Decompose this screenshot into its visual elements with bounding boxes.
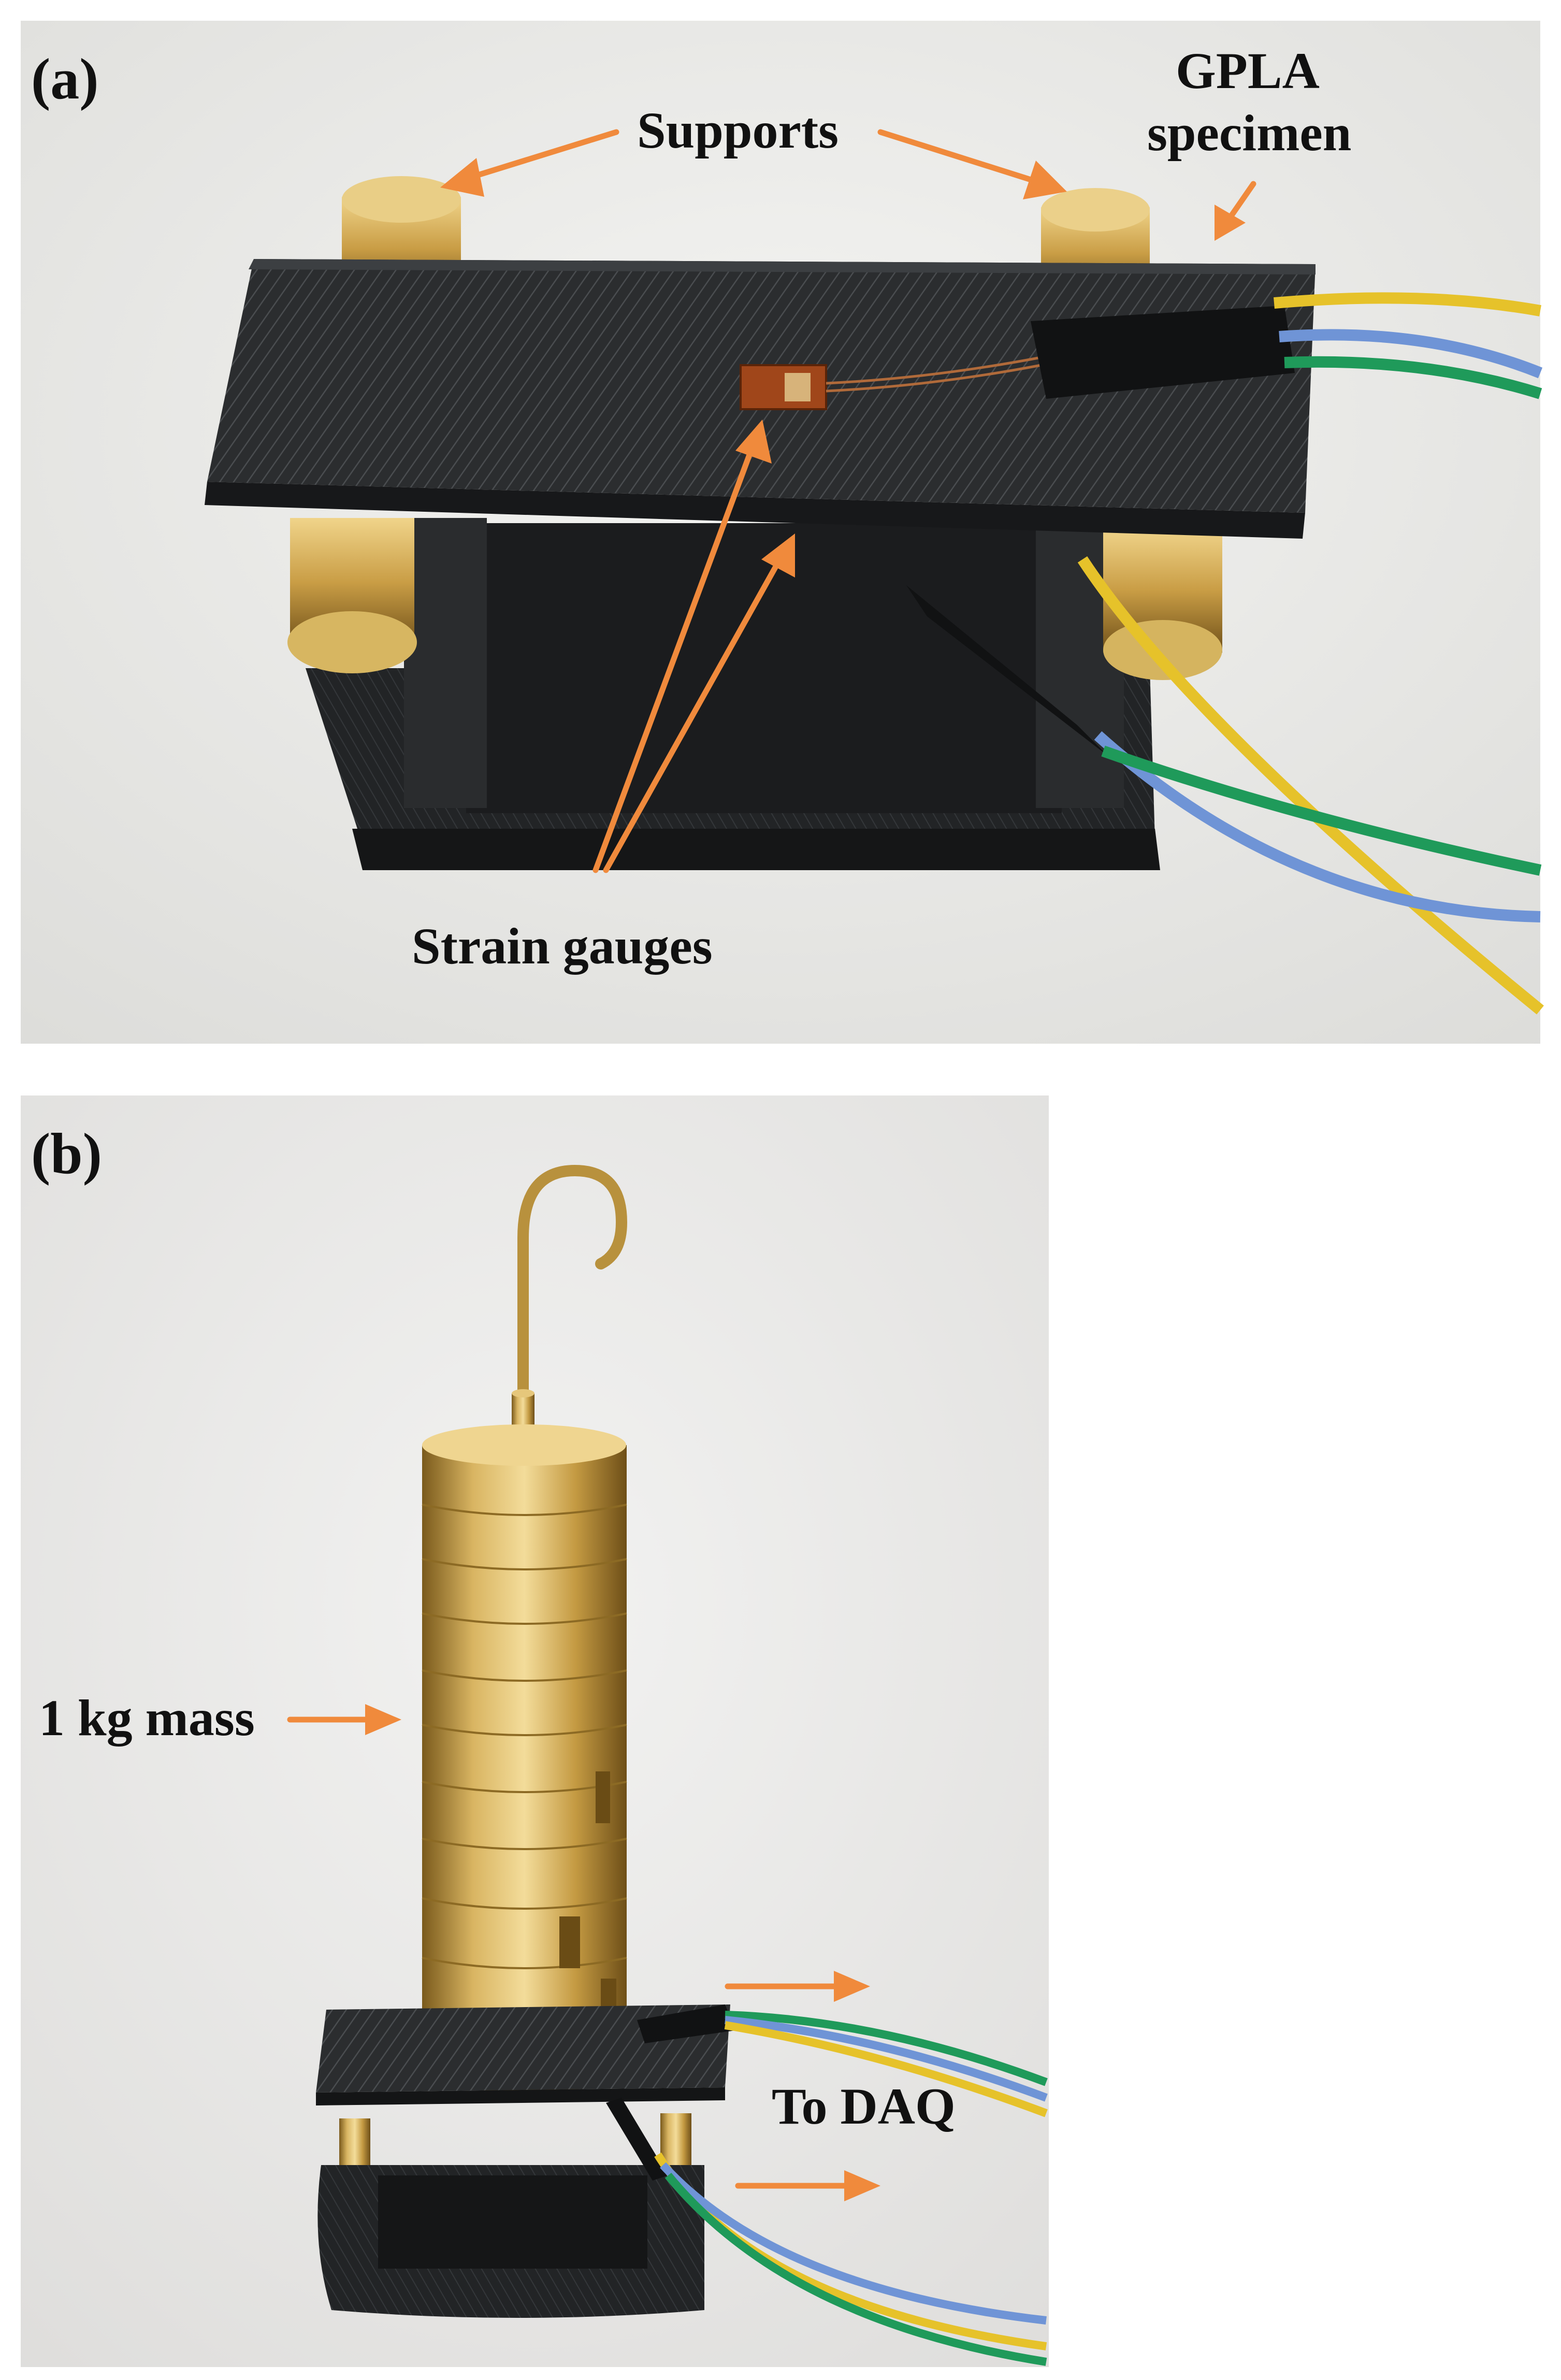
strain-gauge-top: [740, 356, 1042, 410]
supports-label: Supports: [637, 102, 839, 159]
arrow-supports-left: [440, 129, 619, 197]
brass-roller-front-left: [287, 518, 417, 673]
arrow-supports-right: [877, 129, 1067, 199]
gpla-label-line1: GPLA: [1176, 42, 1320, 99]
arrow-gpla-specimen: [1215, 181, 1256, 241]
wires-bottom: [906, 556, 1544, 1015]
wires-top: [1031, 292, 1543, 399]
panel-b: (b) 1 kg mass To DAQ: [21, 1095, 1049, 2367]
to-daq-label: To DAQ: [772, 2078, 956, 2135]
panel-a-label: (a): [31, 47, 99, 111]
panel-b-label: (b): [31, 1122, 102, 1186]
mass-label: 1 kg mass: [39, 1689, 255, 1747]
arrow-mass: [287, 1704, 401, 1735]
wires-b: [606, 2004, 1048, 2366]
arrow-daq-top: [725, 1971, 870, 2002]
arrow-daq-bottom: [735, 2170, 880, 2201]
support-holder: [306, 518, 1160, 870]
gpla-label-line2: specimen: [1147, 104, 1351, 162]
arrow-strain-gauge-bottom: [603, 533, 795, 873]
arrow-strain-gauge-top: [592, 420, 772, 873]
strain-gauges-label: Strain gauges: [412, 917, 713, 975]
panel-a: (a) Supports GPLA specimen Strain gauges: [21, 21, 1544, 1044]
support-holder-b: [317, 2113, 704, 2318]
brass-mass-stack: [422, 1424, 627, 2093]
